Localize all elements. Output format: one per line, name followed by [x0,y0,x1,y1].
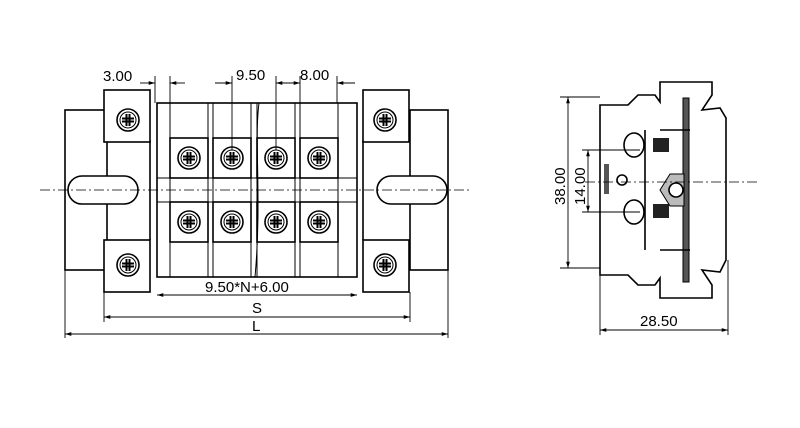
s-dim-label: S [252,300,262,317]
mount-screw-icon [373,253,397,277]
lower-screw-thread [653,204,669,218]
pitch-dim-label: 9.50 [236,67,265,84]
l-dim-label: L [252,318,260,335]
terminal-column [169,102,209,278]
terminal-screw-icon [177,210,201,234]
depth-dim-label: 28.50 [640,313,678,330]
side-screw-icon [616,174,628,186]
mount-screw-icon [373,108,397,132]
edge-dim-label: 3.00 [103,68,132,85]
front-view: 3.00 9.50 8.00 9.50*N+6.00 S L [40,67,470,338]
block-length-label: 9.50*N+6.00 [205,279,289,296]
terminal-column [212,102,252,278]
upper-screw-head [623,132,645,158]
height-dim-label: 38.00 [552,167,569,205]
screw-spacing-label: 14.00 [572,167,589,205]
terminal-screw-icon [264,210,288,234]
terminal-screw-icon [307,210,331,234]
upper-screw-thread [653,138,669,152]
width-dim-label: 8.00 [300,67,329,84]
terminal-screw-icon [220,210,244,234]
terminal-screw-icon [264,146,288,170]
mount-screw-icon [116,253,140,277]
terminal-screw-icon [307,146,331,170]
side-view: 38.00 14.00 28.50 [552,81,760,335]
mount-screw-icon [116,108,140,132]
break-line [254,102,260,278]
terminal-screw-icon [177,146,201,170]
terminal-screw-icon [220,146,244,170]
